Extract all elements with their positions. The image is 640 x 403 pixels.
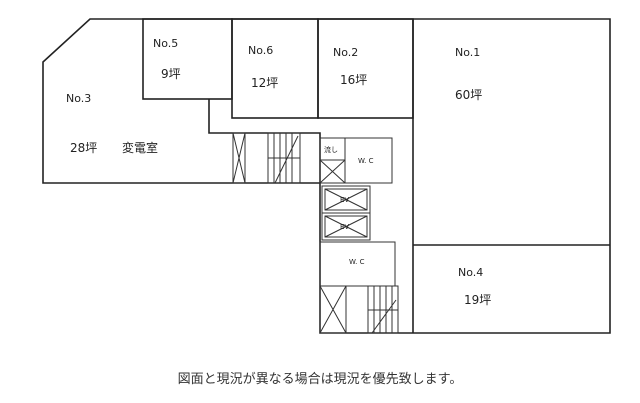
- wc-room: [344, 137, 393, 184]
- room-no1-label: No.1: [455, 46, 480, 59]
- wall-no3: [208, 99, 321, 183]
- room-no2-size: 16坪: [340, 73, 367, 87]
- wc-label: W. C: [349, 258, 365, 266]
- svg-text:EV: EV: [340, 196, 349, 204]
- room-no5-label: No.5: [153, 37, 178, 50]
- caption: 図面と現況が異なる場合は現況を優先致します。: [177, 372, 463, 387]
- room-no3-label: No.3: [66, 92, 91, 105]
- stairs-icon: [367, 285, 399, 334]
- room-no6-size: 12坪: [251, 76, 278, 90]
- room-no3-size: 28坪: [70, 141, 97, 155]
- elevator-icon: EV: [321, 185, 371, 214]
- stairs-icon: [267, 132, 301, 184]
- wc-label: W. C: [358, 157, 374, 165]
- room-no1-size: 60坪: [455, 88, 482, 102]
- room-no5: [142, 18, 233, 100]
- svg-text:EV: EV: [340, 223, 349, 231]
- room-no4-label: No.4: [458, 266, 483, 279]
- shaft-icon: [319, 159, 346, 184]
- room-no6-label: No.6: [248, 44, 273, 57]
- shaft-icon: [319, 285, 347, 334]
- room-no2-label: No.2: [333, 46, 358, 59]
- room-no2: [317, 18, 414, 119]
- room-no3-note: 変電室: [122, 140, 158, 155]
- wc-room: [319, 241, 396, 287]
- sink-label: 流し: [324, 145, 338, 154]
- elevator-icon: EV: [321, 212, 371, 241]
- room-no5-size: 9坪: [161, 67, 181, 81]
- room-no4-size: 19坪: [464, 293, 491, 307]
- shaft-icon: [232, 132, 246, 184]
- room-no6: [231, 18, 319, 119]
